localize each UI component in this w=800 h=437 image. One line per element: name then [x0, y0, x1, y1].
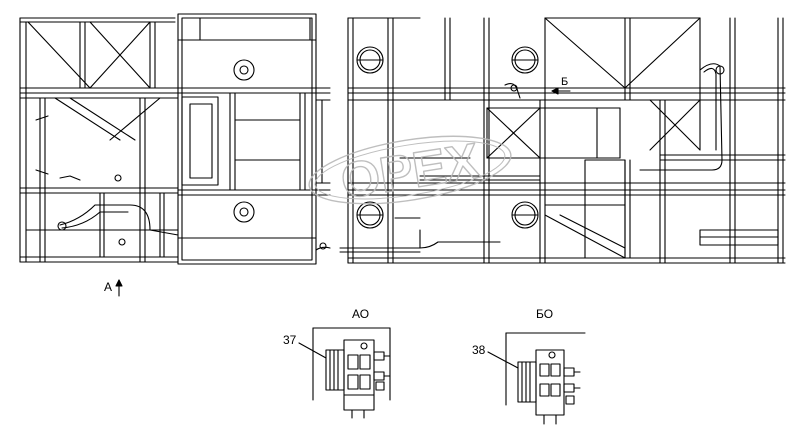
left-frame-section: [19, 17, 179, 263]
watermark-text: OPEX: [337, 132, 483, 209]
view-b-marker-text: Б: [561, 76, 568, 88]
right-frame-section: [339, 17, 786, 264]
callout-37: 37: [283, 333, 297, 347]
view-a-marker-text: А: [104, 280, 112, 294]
detail-view-b: БО 38: [472, 307, 586, 425]
view-a-marker: А: [104, 279, 123, 297]
middle-frame-section: [177, 13, 331, 265]
detail-view-a: АО 37: [283, 307, 391, 419]
view-b-title: БО: [536, 307, 553, 321]
view-a-title: АО: [352, 307, 369, 321]
callout-38: 38: [472, 343, 486, 357]
